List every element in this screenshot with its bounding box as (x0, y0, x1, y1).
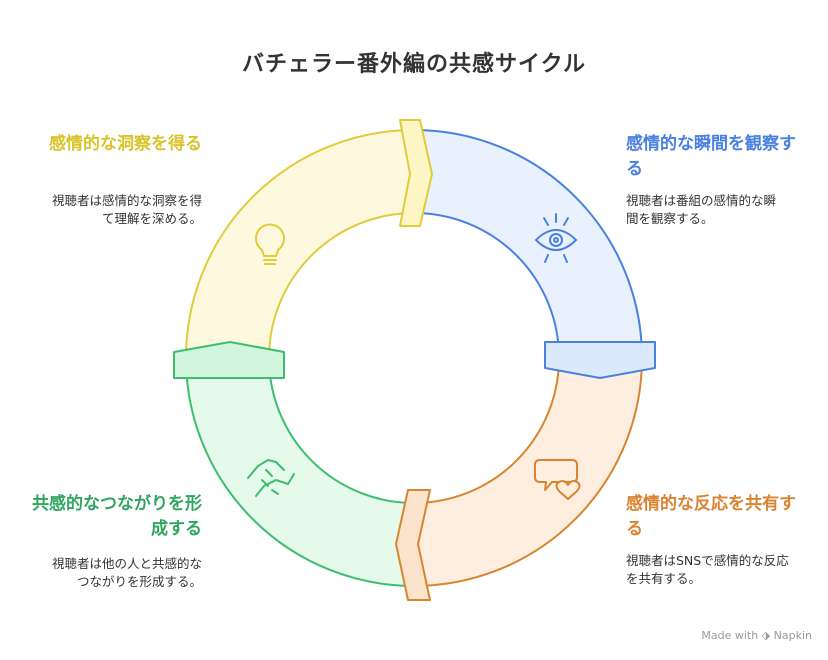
chevron-left (173, 341, 285, 379)
step-heading-form-connections: 共感的なつながりを形成する (32, 494, 202, 539)
chevron-bottom (395, 489, 431, 601)
arc-bottom-left (184, 357, 415, 588)
chat-heart-icon (534, 459, 581, 500)
eye-icon (534, 213, 578, 263)
arc-top-right (413, 128, 644, 359)
step-heading-share-reactions: 感情的な反応を共有する (626, 494, 796, 539)
arc-top-left (184, 128, 415, 359)
lightbulb-icon (255, 223, 285, 265)
napkin-credit: Made with ⬗ Napkin (701, 629, 812, 642)
handshake-icon (247, 459, 295, 497)
step-heading-observe-moments: 感情的な瞬間を観察する (626, 134, 796, 179)
step-text-form-connections: 視聴者は他の人と共感的なつながりを形成する。 (51, 556, 202, 589)
diagram-title: バチェラー番外編の共感サイクル (242, 52, 586, 77)
step-text-observe-moments: 視聴者は番組の感情的な瞬間を観察する。 (626, 193, 777, 226)
step-heading-gain-insight: 感情的な洞察を得る (49, 134, 202, 154)
step-text-share-reactions: 視聴者はSNSで感情的な反応を共有する。 (626, 553, 789, 586)
chevron-top (399, 119, 433, 227)
arc-bottom-right (413, 357, 644, 588)
chevron-right (544, 341, 656, 379)
step-text-gain-insight: 視聴者は感情的な洞察を得て理解を深める。 (51, 193, 202, 226)
